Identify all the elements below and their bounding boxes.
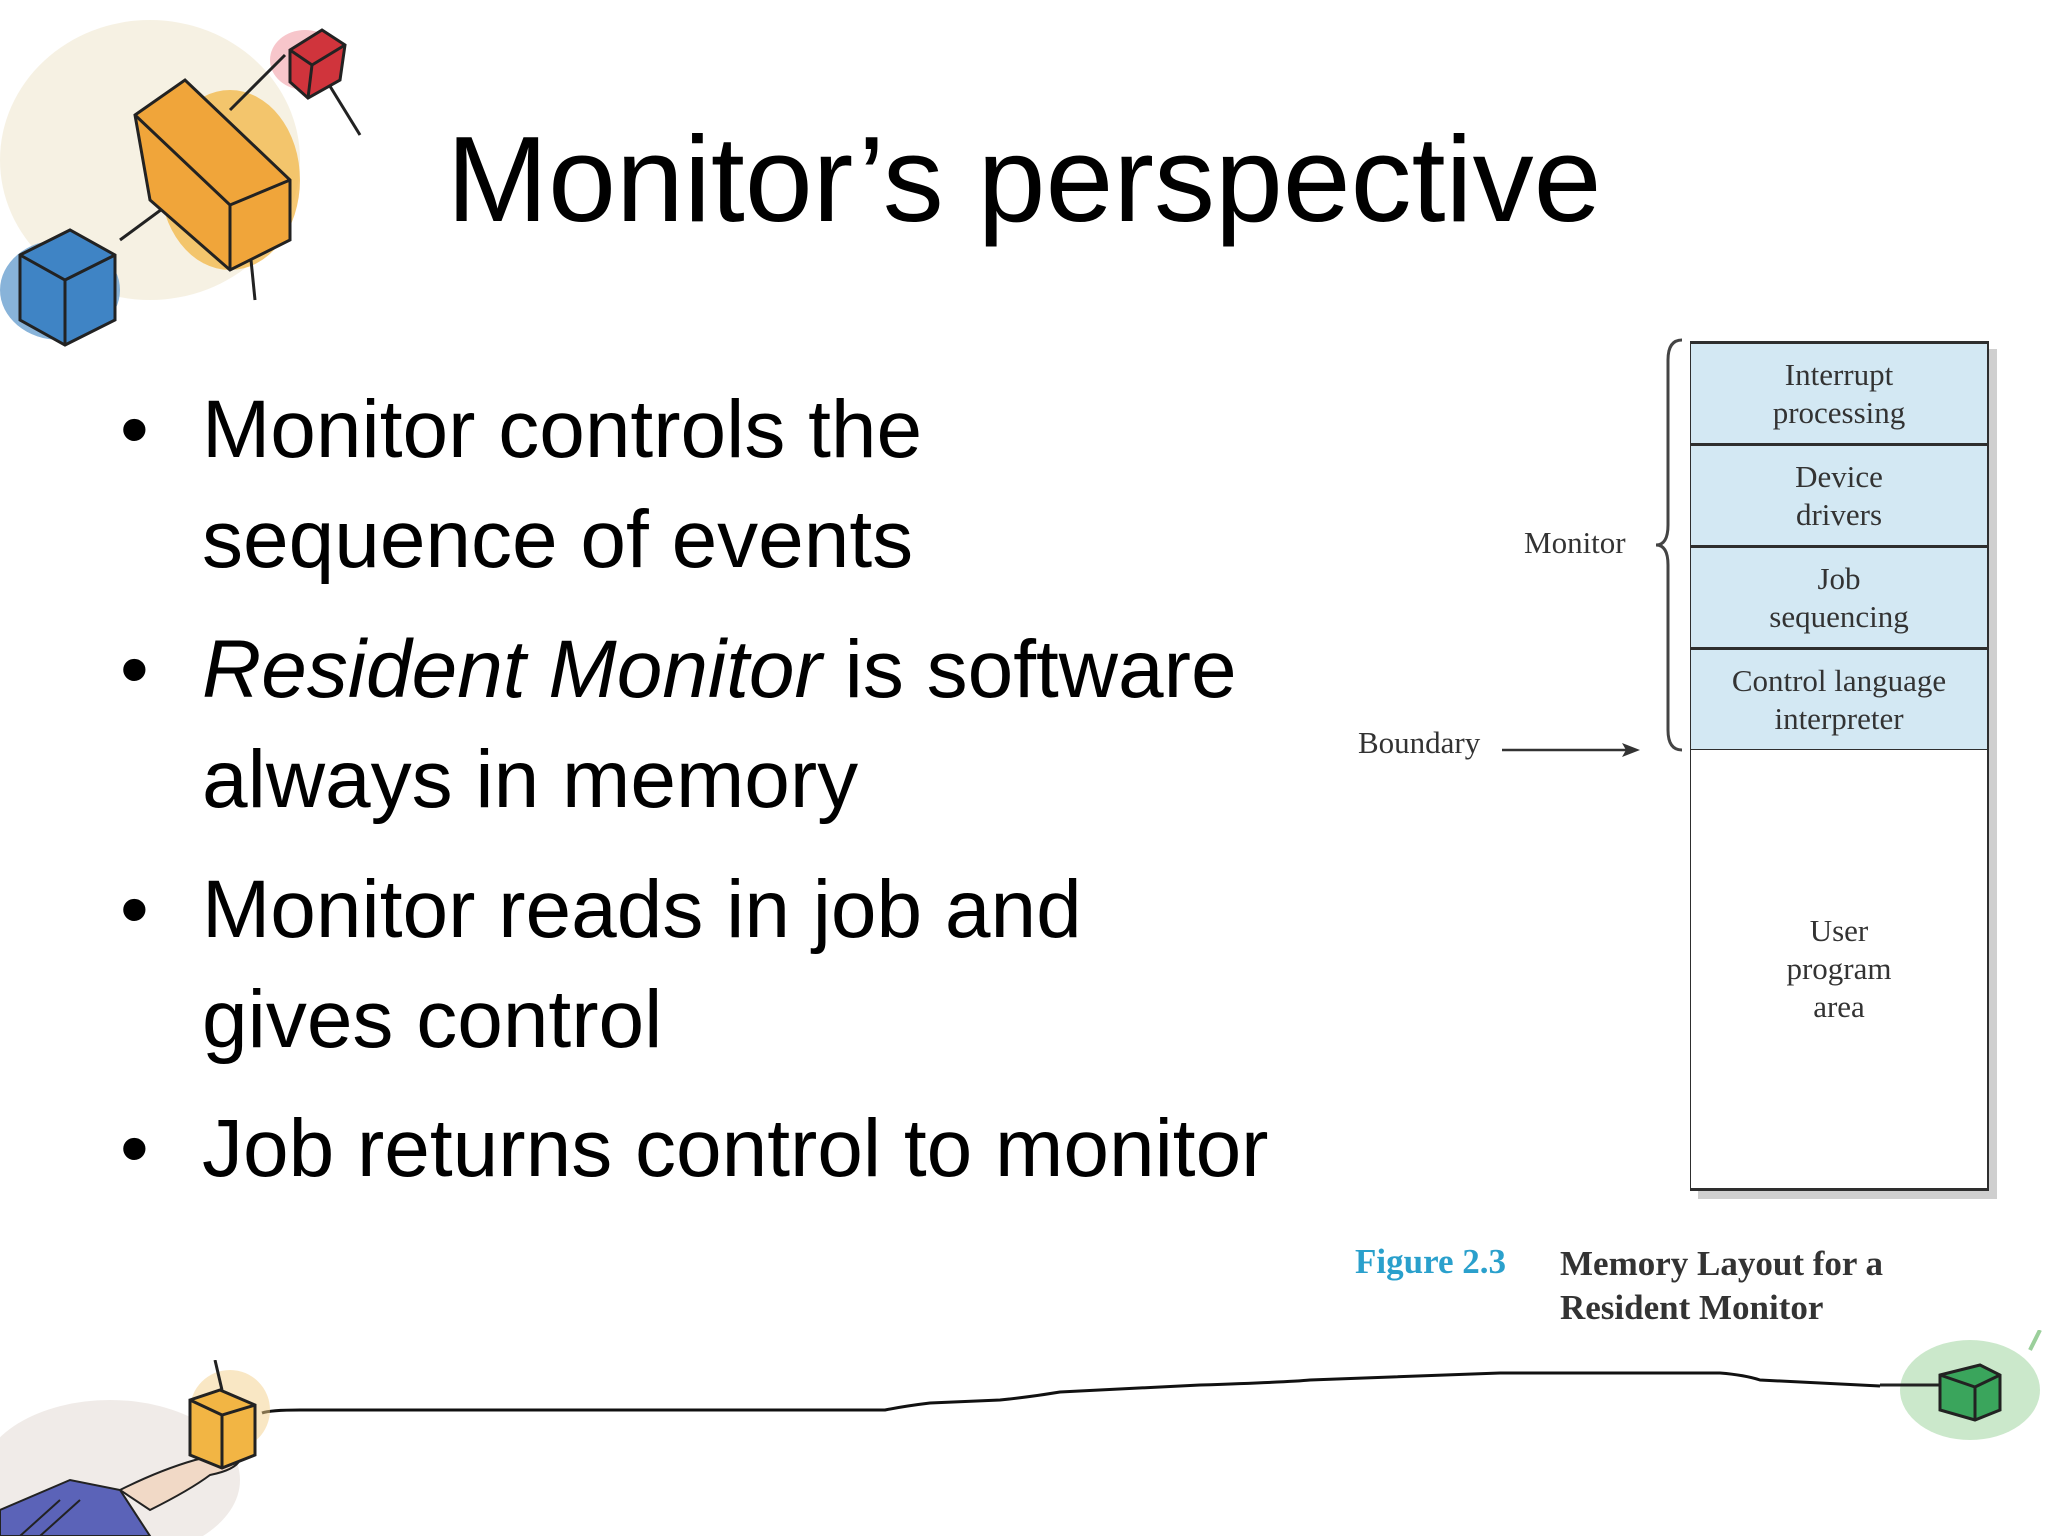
bullet-text-line: Monitor reads in job and bbox=[202, 864, 1082, 955]
memory-cell-device-drivers: Device drivers bbox=[1691, 446, 1987, 548]
cell-label: Control language bbox=[1731, 662, 1947, 698]
hand-holding-cube-illustration bbox=[0, 1360, 270, 1536]
bullet-text-line: gives control bbox=[202, 974, 663, 1065]
boundary-arrow-icon bbox=[1502, 743, 1640, 757]
cell-label: program bbox=[1786, 951, 1892, 986]
cell-label: area bbox=[1813, 989, 1865, 1024]
memory-cell-user-program-area: User program area bbox=[1691, 750, 1987, 1188]
bullet-text-line: Job returns control to monitor bbox=[202, 1103, 1269, 1194]
monitor-label: Monitor bbox=[1524, 525, 1626, 560]
memory-cell-control-language: Control language interpreter bbox=[1691, 650, 1987, 752]
bullet-marker: • bbox=[120, 384, 149, 475]
bullet-marker: • bbox=[120, 1103, 149, 1194]
memory-cell-interrupt: Interrupt processing bbox=[1691, 344, 1987, 446]
boundary-label: Boundary bbox=[1358, 725, 1481, 760]
figure-caption-line: Memory Layout for a bbox=[1560, 1244, 1884, 1283]
network-cubes-illustration bbox=[0, 20, 362, 347]
cell-label: processing bbox=[1772, 394, 1906, 430]
cell-label: User bbox=[1809, 913, 1869, 948]
bullet-italic-term: Resident Monitor bbox=[202, 624, 822, 715]
monitor-brace bbox=[1655, 338, 1683, 752]
cell-label: sequencing bbox=[1769, 598, 1909, 634]
cell-label: Device bbox=[1795, 458, 1883, 494]
cell-label: Job bbox=[1817, 560, 1861, 596]
cell-label: Interrupt bbox=[1784, 356, 1894, 392]
memory-cell-job-sequencing: Job sequencing bbox=[1691, 548, 1987, 650]
figure-caption-number: Figure 2.3 bbox=[1355, 1242, 1507, 1281]
bullet-text-line: Monitor controls the bbox=[202, 384, 923, 475]
bullet-text-rest: is software bbox=[821, 624, 1237, 715]
bullet-marker: • bbox=[120, 624, 149, 715]
slide-title: Monitor’s perspective bbox=[446, 111, 1602, 247]
bullet-text-line: always in memory bbox=[202, 734, 859, 825]
bullet-marker: • bbox=[120, 864, 149, 955]
bullet-text-line: sequence of events bbox=[202, 494, 914, 585]
figure-caption: Memory Layout for a Resident Monitor bbox=[1560, 1242, 1883, 1330]
figure-caption-line: Resident Monitor bbox=[1560, 1288, 1824, 1327]
bottom-wire-line bbox=[261, 1371, 1881, 1415]
cell-label: interpreter bbox=[1774, 700, 1904, 736]
cell-label: drivers bbox=[1795, 496, 1883, 532]
green-cube-illustration bbox=[1880, 1330, 2042, 1440]
